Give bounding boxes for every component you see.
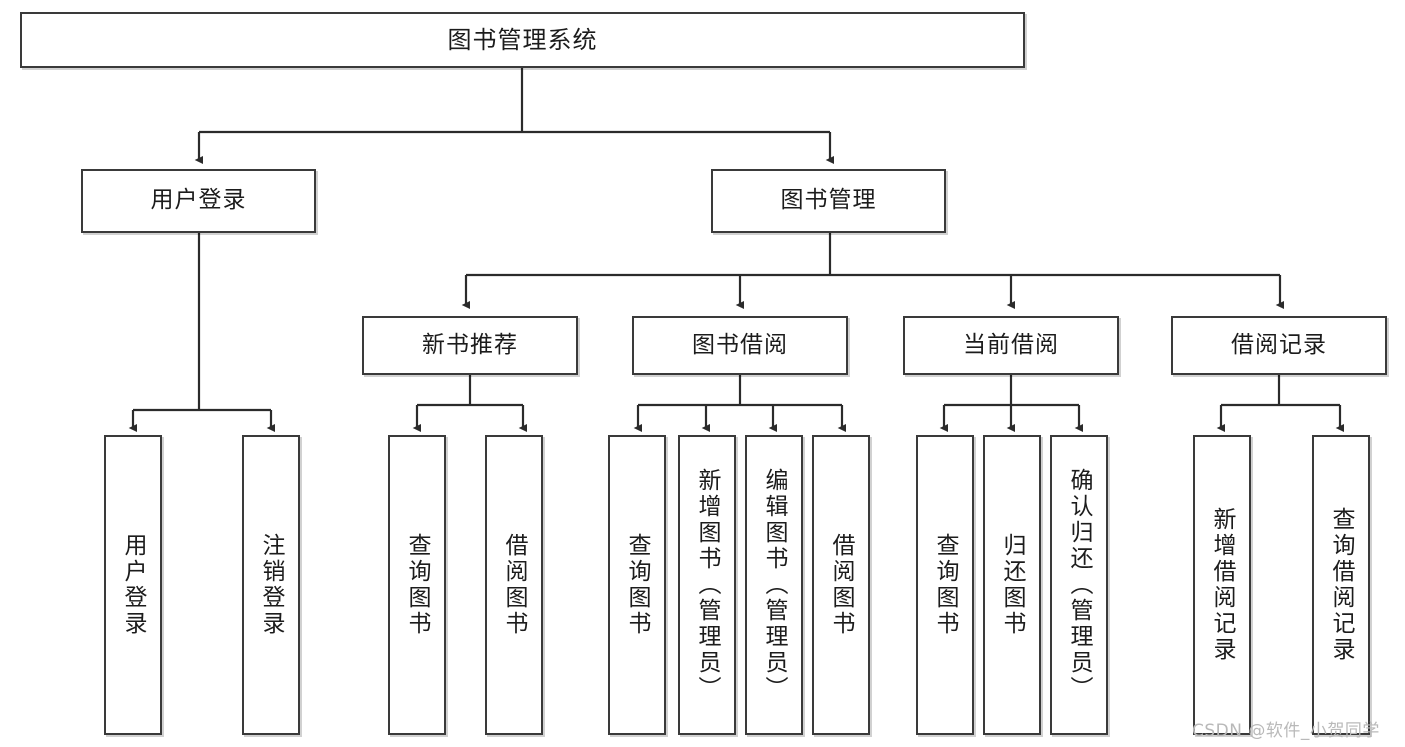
node-leaf-query-borrow-record[interactable]: 查询借阅记录 [1312,435,1370,735]
node-leaf-borrow-book[interactable]: 借阅图书 [812,435,870,735]
node-leaf-user-login[interactable]: 用户登录 [104,435,162,735]
node-user-login[interactable]: 用户登录 [81,169,316,233]
node-label: 归还图书 [999,533,1025,637]
node-leaf-query-book-current[interactable]: 查询图书 [916,435,974,735]
node-label: 新书推荐 [422,331,518,358]
node-leaf-borrow-book-newbook[interactable]: 借阅图书 [485,435,543,735]
node-leaf-query-book-newbook[interactable]: 查询图书 [388,435,446,735]
node-borrow-record[interactable]: 借阅记录 [1171,316,1387,375]
node-root-system[interactable]: 图书管理系统 [20,12,1025,68]
node-label: 用户登录 [120,533,146,637]
node-leaf-query-book-borrow[interactable]: 查询图书 [608,435,666,735]
node-book-borrow[interactable]: 图书借阅 [632,316,848,375]
node-label: 图书管理系统 [447,25,598,54]
node-leaf-add-book-admin[interactable]: 新增图书（管理员） [678,435,736,735]
node-label: 新增图书（管理员） [694,468,720,702]
node-label: 注销登录 [258,533,284,637]
node-label: 借阅图书 [501,533,527,637]
node-label: 查询借阅记录 [1328,507,1354,663]
node-leaf-edit-book-admin[interactable]: 编辑图书（管理员） [745,435,803,735]
node-leaf-return-book[interactable]: 归还图书 [983,435,1041,735]
node-label: 用户登录 [150,187,247,214]
node-label: 图书借阅 [692,331,788,358]
node-label: 编辑图书（管理员） [761,468,787,702]
node-label: 查询图书 [404,533,430,637]
csdn-watermark: CSDN @软件_小贺同学 [1192,721,1380,741]
node-leaf-confirm-return-admin[interactable]: 确认归还（管理员） [1050,435,1108,735]
node-label: 借阅图书 [828,533,854,637]
node-label: 查询图书 [932,533,958,637]
node-leaf-add-borrow-record[interactable]: 新增借阅记录 [1193,435,1251,735]
node-label: 借阅记录 [1231,331,1327,358]
node-label: 新增借阅记录 [1209,507,1235,663]
node-current-borrow[interactable]: 当前借阅 [903,316,1119,375]
node-leaf-user-logout[interactable]: 注销登录 [242,435,300,735]
node-label: 查询图书 [624,533,650,637]
node-new-book-recommend[interactable]: 新书推荐 [362,316,578,375]
node-book-management[interactable]: 图书管理 [711,169,946,233]
node-label: 图书管理 [780,187,877,214]
node-label: 当前借阅 [963,331,1059,358]
node-label: 确认归还（管理员） [1066,468,1092,702]
